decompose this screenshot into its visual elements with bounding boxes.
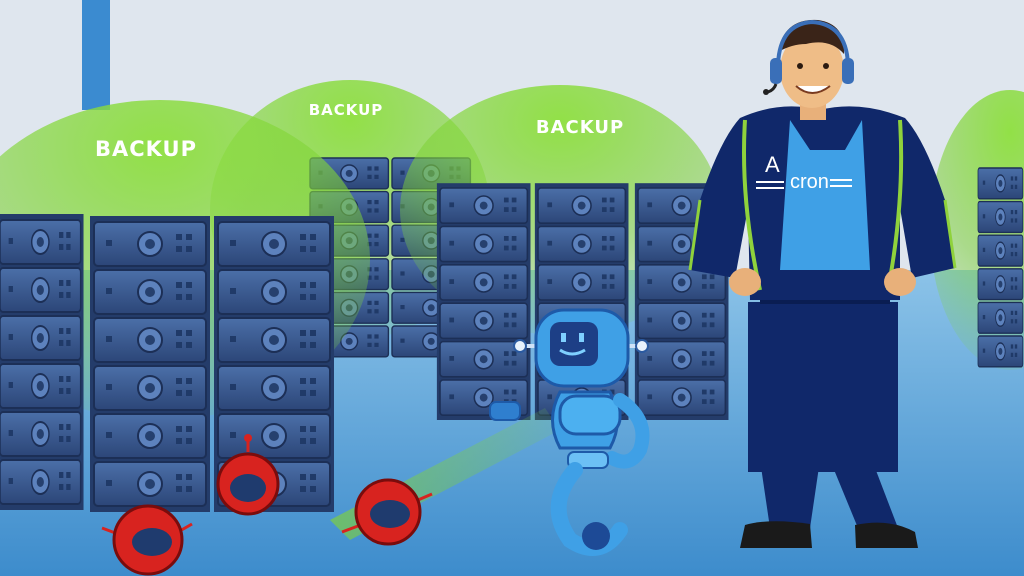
- server-rack-icon: [436, 183, 531, 420]
- jacket-logo-text: cron: [790, 171, 829, 193]
- jacket-logo-letter: A: [765, 152, 780, 177]
- virus-icon: [341, 478, 433, 546]
- support-agent-figure: A cron: [688, 19, 957, 548]
- virus-icon: [101, 504, 193, 576]
- virus-icon: [216, 434, 280, 516]
- robot-icon: [489, 308, 650, 556]
- server-rack-icon: [90, 216, 210, 512]
- dome-label-left: BACKUP: [95, 137, 197, 161]
- server-rack-icon: [0, 214, 84, 510]
- dome-label-back: BACKUP: [309, 101, 384, 119]
- wall-pillar: [82, 0, 110, 110]
- dome-label-middle: BACKUP: [536, 117, 624, 138]
- headset-icon: [763, 19, 854, 95]
